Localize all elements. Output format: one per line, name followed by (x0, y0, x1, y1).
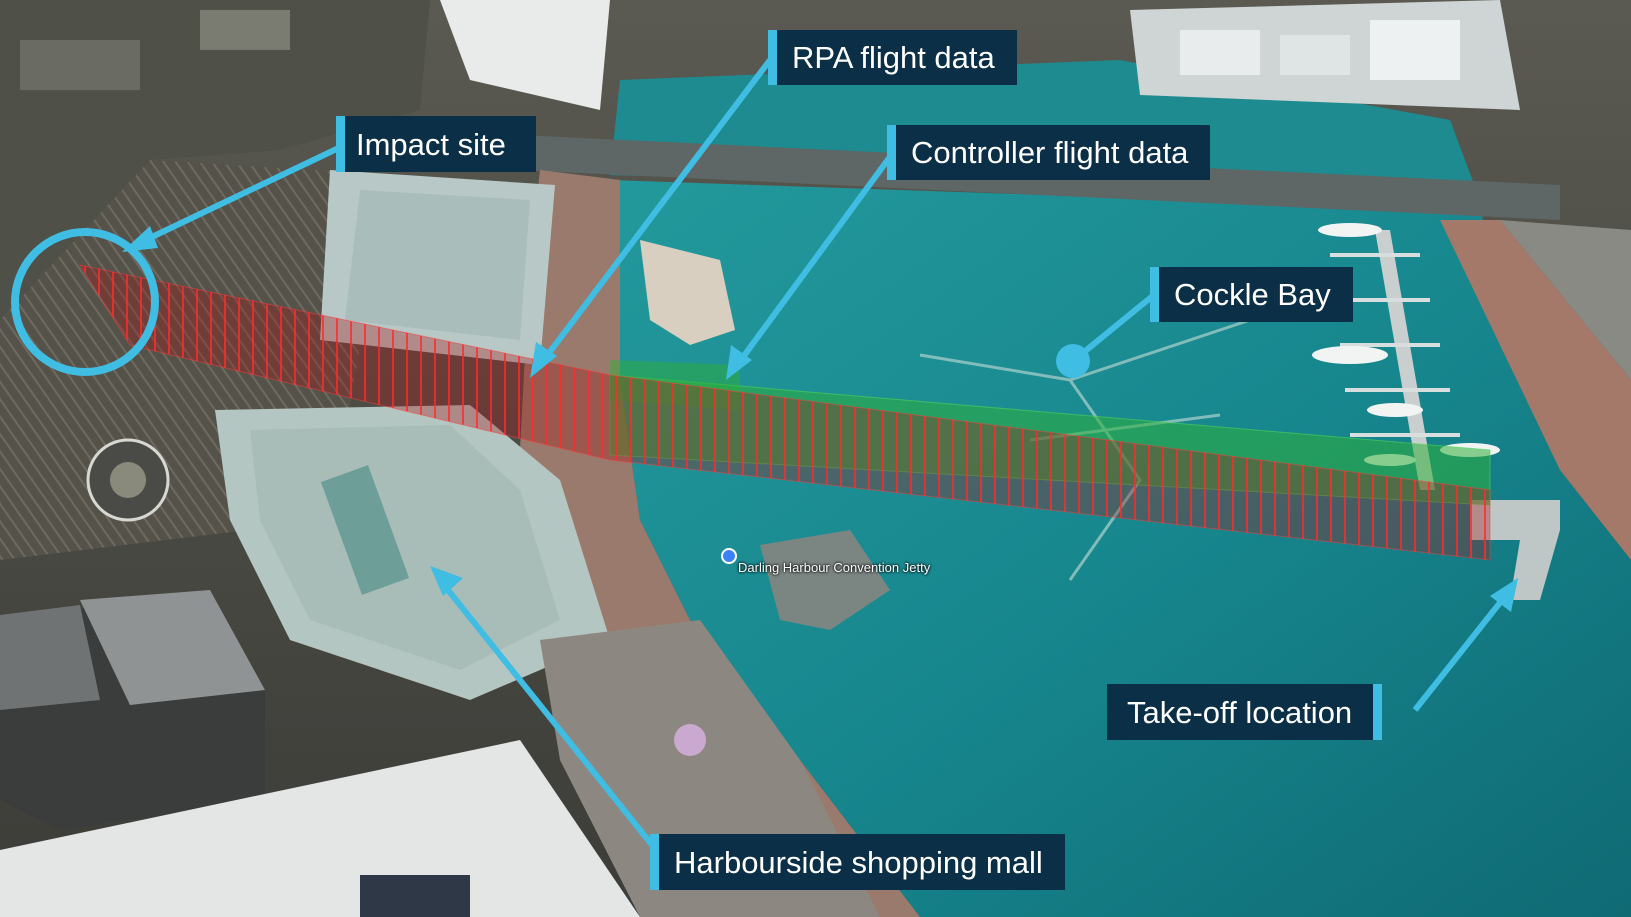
exhibition-roof (0, 740, 640, 917)
mall-arrow (437, 578, 663, 857)
callout-cockle-bay-text: Cockle Bay (1174, 277, 1331, 312)
callout-harbourside-mall: Harbourside shopping mall (650, 834, 1065, 890)
callout-controller-flight-data-text: Controller flight data (911, 135, 1189, 170)
ferry-pin-icon[interactable] (721, 548, 737, 564)
nw-building-2 (200, 10, 290, 50)
callout-impact-site: Impact site (336, 116, 536, 172)
mall-arrowhead (430, 566, 463, 596)
callout-rpa-flight-data-text: RPA flight data (792, 40, 995, 75)
roundabout-island (110, 462, 146, 498)
callout-accent-bar (1373, 684, 1383, 740)
callout-harbourside-mall-text: Harbourside shopping mall (674, 844, 1043, 880)
mall-skylight (320, 465, 410, 595)
callout-rpa-flight-data: RPA flight data (768, 30, 1017, 85)
sw-tower-top (80, 590, 265, 705)
callout-accent-bar (336, 116, 345, 172)
nw-building-1 (20, 40, 140, 90)
callout-take-off-location-text: Take-off location (1127, 694, 1353, 730)
convention-jetty (760, 530, 890, 630)
controller-arrow (732, 148, 898, 370)
takeoff-arrowhead (1490, 578, 1518, 612)
rpa-arrow (537, 58, 773, 367)
takeoff-jetty (1470, 500, 1560, 600)
rpa-flight-track (78, 264, 1491, 561)
takeoff-arrow (1412, 588, 1513, 712)
plaza-sculpture (674, 724, 706, 756)
impact-site-arrowhead (122, 226, 158, 252)
convention-jetty-label: Darling Harbour Convention Jetty (738, 560, 931, 575)
callout-accent-bar (768, 30, 777, 85)
east-buildings (1500, 220, 1631, 380)
callout-accent-bar (1150, 267, 1159, 322)
convention-roof-2 (1280, 35, 1350, 75)
sandy-foreshore (640, 240, 735, 345)
controller-arrowhead (726, 345, 752, 380)
impact-site-ring (11, 228, 159, 376)
marina-pier (1375, 230, 1435, 490)
solar-panels (360, 875, 470, 917)
white-building-north (440, 0, 610, 110)
callout-take-off-location: Take-off location (1107, 684, 1383, 740)
rpa-arrowhead (530, 342, 557, 378)
callout-accent-bar (650, 834, 659, 890)
callout-controller-flight-data: Controller flight data (887, 125, 1211, 180)
impact-site-arrow (133, 142, 347, 248)
sw-building-small (0, 605, 100, 710)
convention-roof-3 (1370, 20, 1460, 80)
callout-accent-bar (887, 125, 896, 180)
cockle-bay-arrow (1071, 287, 1162, 364)
callout-cockle-bay: Cockle Bay (1150, 267, 1353, 322)
callout-impact-site-text: Impact site (356, 126, 506, 162)
convention-roof (1180, 30, 1260, 75)
callout-arrows (122, 58, 1518, 857)
east-promenade (1440, 220, 1631, 560)
central-building-roof (345, 190, 530, 340)
